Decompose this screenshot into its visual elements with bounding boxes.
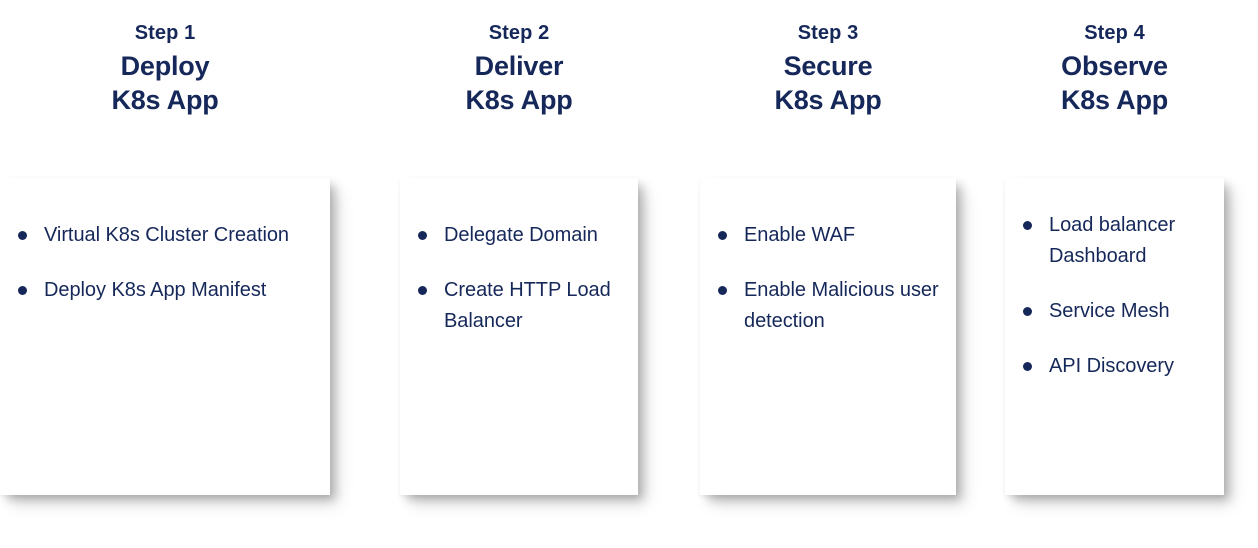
step-title-1: Deploy [120,50,210,81]
list-item-label: Load balancer Dashboard [1049,214,1176,267]
list-item-label: Delegate Domain [444,224,598,246]
step-subtitle-4: K8s App [1060,85,1169,116]
step-header-3: Step 3 Secure K8s App [671,0,985,117]
list-item: API Discovery [1005,351,1224,382]
step-card-3: Enable WAF Enable Malicious user detecti… [700,178,956,495]
bullet-dot-icon [418,231,427,240]
list-item: Enable WAF [700,220,956,251]
bullet-dot-icon [418,286,427,295]
step-title-2: Deliver [474,50,564,81]
list-item: Delegate Domain [400,220,638,251]
list-item: Virtual K8s Cluster Creation [0,220,330,251]
bullet-dot-icon [718,286,727,295]
step-subtitle-2: K8s App [465,85,573,116]
step-bullet-list-3: Enable WAF Enable Malicious user detecti… [700,220,956,337]
step-column-3: Step 3 Secure K8s App Enable WAF Enable … [700,0,956,548]
list-item: Create HTTP Load Balancer [400,275,638,337]
step-column-1: Step 1 Deploy K8s App Virtual K8s Cluste… [0,0,330,548]
list-item-label: API Discovery [1049,355,1174,377]
step-bullet-list-1: Virtual K8s Cluster Creation Deploy K8s … [0,220,330,306]
list-item-label: Enable Malicious user detection [744,279,939,332]
step-number-label-1: Step 1 [134,22,196,44]
step-bullet-list-4: Load balancer Dashboard Service Mesh API… [1005,210,1224,382]
list-item-label: Deploy K8s App Manifest [44,279,267,301]
step-header-1: Step 1 Deploy K8s App [0,0,330,117]
bullet-dot-icon [1023,307,1032,316]
list-item: Enable Malicious user detection [700,275,956,337]
step-header-2: Step 2 Deliver K8s App [354,0,684,117]
step-column-2: Step 2 Deliver K8s App Delegate Domain C… [400,0,638,548]
list-item: Deploy K8s App Manifest [0,275,330,306]
list-item-label: Service Mesh [1049,300,1170,322]
bullet-dot-icon [1023,362,1032,371]
step-subtitle-3: K8s App [774,85,882,116]
list-item-label: Virtual K8s Cluster Creation [44,224,290,246]
list-item-label: Enable WAF [744,224,856,246]
step-number-label-4: Step 4 [1084,22,1145,44]
step-card-1: Virtual K8s Cluster Creation Deploy K8s … [0,178,330,495]
step-header-4: Step 4 Observe K8s App [966,0,1258,117]
step-card-2: Delegate Domain Create HTTP Load Balance… [400,178,638,495]
step-bullet-list-2: Delegate Domain Create HTTP Load Balance… [400,220,638,337]
step-card-4: Load balancer Dashboard Service Mesh API… [1005,178,1224,495]
step-number-label-3: Step 3 [797,22,859,44]
step-title-3: Secure [783,50,873,81]
bullet-dot-icon [18,286,27,295]
bullet-dot-icon [18,231,27,240]
list-item: Service Mesh [1005,296,1224,327]
step-title-4: Observe [1061,50,1168,81]
step-subtitle-1: K8s App [111,85,219,116]
step-column-4: Step 4 Observe K8s App Load balancer Das… [1005,0,1224,548]
bullet-dot-icon [1023,221,1032,230]
list-item-label: Create HTTP Load Balancer [444,279,611,332]
bullet-dot-icon [718,231,727,240]
list-item: Load balancer Dashboard [1005,210,1224,272]
step-number-label-2: Step 2 [488,22,550,44]
